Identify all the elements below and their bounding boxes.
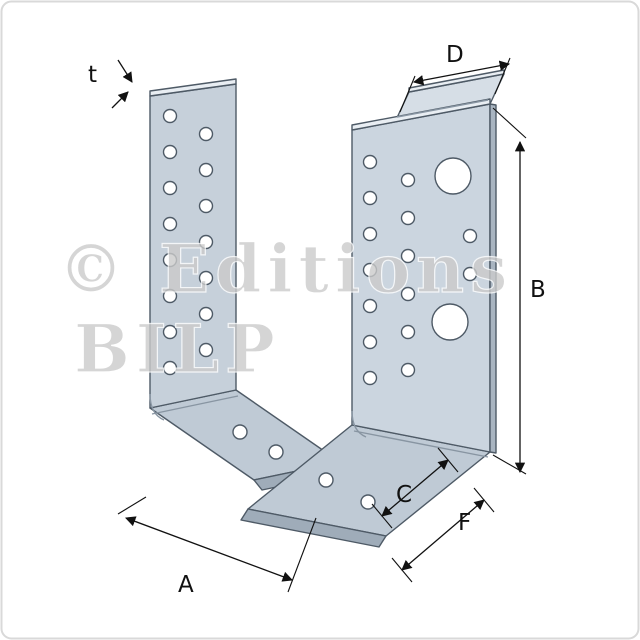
dimension-t bbox=[111, 59, 133, 109]
left-bend-line bbox=[149, 393, 165, 421]
dimension-B bbox=[492, 107, 527, 475]
watermark-line2: BILP bbox=[74, 310, 281, 388]
dimension-label-F: F bbox=[458, 510, 471, 536]
seat-hole bbox=[318, 472, 334, 488]
right-bend-line bbox=[351, 410, 367, 438]
dimension-label-B: B bbox=[530, 277, 546, 303]
dimension-label-C: C bbox=[396, 482, 412, 508]
watermark: © Editions BILP bbox=[57, 229, 513, 388]
bolt-hole-large bbox=[431, 303, 469, 341]
left-plate-top-edge bbox=[149, 78, 237, 97]
dimension-C bbox=[371, 447, 459, 529]
left-plate-holes bbox=[162, 108, 214, 376]
dimension-F bbox=[391, 487, 495, 583]
dimension-D bbox=[399, 57, 511, 113]
watermark-line1: © Editions bbox=[58, 230, 513, 308]
right-plate-side-edge bbox=[489, 103, 497, 454]
dimension-annotations bbox=[111, 57, 527, 593]
dimension-label-D: D bbox=[446, 42, 464, 68]
right-plate-holes bbox=[362, 154, 478, 386]
seat-hole bbox=[268, 444, 284, 460]
dimension-label-t: t bbox=[88, 62, 97, 88]
right-fold-line bbox=[353, 430, 489, 458]
dimension-A bbox=[117, 496, 317, 593]
joist-hanger-right-piece bbox=[240, 69, 505, 548]
left-fold-line bbox=[151, 395, 239, 415]
seat-hole bbox=[360, 494, 376, 510]
bolt-hole-large bbox=[434, 157, 472, 195]
seat-hole bbox=[232, 424, 248, 440]
flap-fold-line bbox=[396, 99, 489, 118]
dimension-label-A: A bbox=[178, 572, 194, 598]
